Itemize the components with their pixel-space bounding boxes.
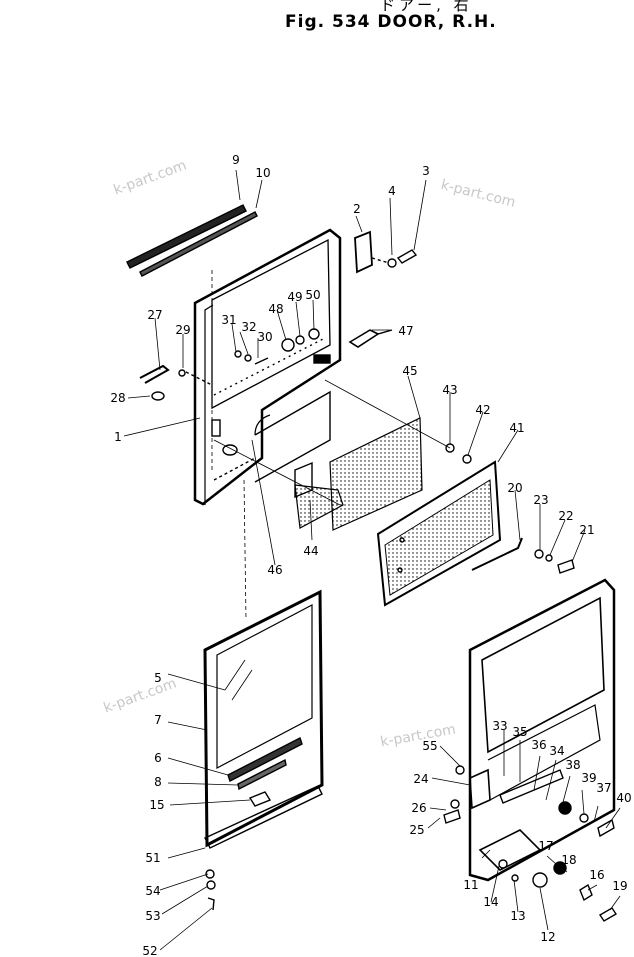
callout-label: 26 bbox=[411, 801, 427, 815]
callout-label: 21 bbox=[579, 523, 595, 537]
callout-label: 41 bbox=[509, 421, 525, 435]
callout-label: 45 bbox=[402, 364, 418, 378]
callout-label: 8 bbox=[154, 775, 162, 789]
callout-label: 43 bbox=[442, 383, 458, 397]
callout-label: 3 bbox=[422, 164, 430, 178]
callout-label: 22 bbox=[558, 509, 574, 523]
callout-label: 12 bbox=[540, 930, 556, 944]
seal-panels bbox=[213, 379, 451, 531]
callout-label: 34 bbox=[549, 744, 565, 758]
callout-label: 23 bbox=[533, 493, 549, 507]
callout-label: 35 bbox=[512, 725, 528, 739]
callout-label: 51 bbox=[145, 851, 161, 865]
callout-label: 7 bbox=[154, 713, 162, 727]
callout-label: 44 bbox=[303, 544, 319, 558]
callout-label: 2 bbox=[353, 202, 361, 216]
callout-label: 40 bbox=[616, 791, 632, 805]
callout-label: 48 bbox=[268, 302, 284, 316]
callout-label: 42 bbox=[475, 403, 491, 417]
callout-label: 46 bbox=[267, 563, 283, 577]
callout-label: 20 bbox=[507, 481, 523, 495]
callout-label: 16 bbox=[589, 868, 605, 882]
door-frame-upper bbox=[193, 228, 342, 506]
callout-label: 47 bbox=[398, 324, 414, 338]
callout-label: 54 bbox=[145, 884, 161, 898]
door-frame-lower bbox=[468, 578, 616, 882]
hinge-assembly bbox=[354, 230, 418, 274]
callout-label: 38 bbox=[565, 758, 581, 772]
callout-label: 49 bbox=[287, 290, 303, 304]
callout-label: 50 bbox=[305, 288, 321, 302]
leader-lines bbox=[123, 169, 621, 951]
outer-handle bbox=[139, 364, 213, 401]
callout-label: 55 bbox=[422, 739, 438, 753]
callout-label: 5 bbox=[154, 671, 162, 685]
callout-label: 37 bbox=[596, 781, 612, 795]
inner-handle bbox=[445, 443, 575, 574]
inner-trim-panel bbox=[376, 460, 502, 607]
callout-label: 10 bbox=[255, 166, 271, 180]
callout-label: 14 bbox=[483, 895, 499, 909]
callout-label: 17 bbox=[538, 839, 554, 853]
callout-label: 36 bbox=[531, 738, 547, 752]
callout-label: 30 bbox=[257, 330, 273, 344]
callout-label: 31 bbox=[221, 313, 237, 327]
callout-label: 15 bbox=[149, 798, 165, 812]
callout-label: 29 bbox=[175, 323, 191, 337]
glass-channels bbox=[204, 737, 323, 911]
figure-title: Fig. 534 DOOR, R.H. bbox=[285, 12, 497, 32]
callout-label: 19 bbox=[612, 879, 628, 893]
callout-label: 13 bbox=[510, 909, 526, 923]
callout-label: 53 bbox=[145, 909, 161, 923]
callout-label: 52 bbox=[142, 944, 158, 957]
callout-label: 25 bbox=[409, 823, 425, 837]
callout-label: 28 bbox=[110, 391, 126, 405]
callout-label: 24 bbox=[413, 772, 429, 786]
callout-label: 27 bbox=[147, 308, 163, 322]
figure-subtitle: ドアー, 右 bbox=[380, 0, 473, 14]
callout-label: 32 bbox=[241, 320, 257, 334]
window-glass bbox=[203, 589, 324, 848]
callout-label: 9 bbox=[232, 153, 240, 167]
callout-label: 39 bbox=[581, 771, 597, 785]
callout-label: 11 bbox=[463, 878, 479, 892]
callout-label: 4 bbox=[388, 184, 396, 198]
weatherstrip-upper bbox=[126, 204, 258, 277]
fastener-group bbox=[234, 328, 331, 365]
callout-label: 1 bbox=[114, 430, 122, 444]
callout-label: 6 bbox=[154, 751, 162, 765]
callout-label: 18 bbox=[561, 853, 577, 867]
latch-bolt bbox=[348, 329, 393, 348]
callout-label: 33 bbox=[492, 719, 508, 733]
